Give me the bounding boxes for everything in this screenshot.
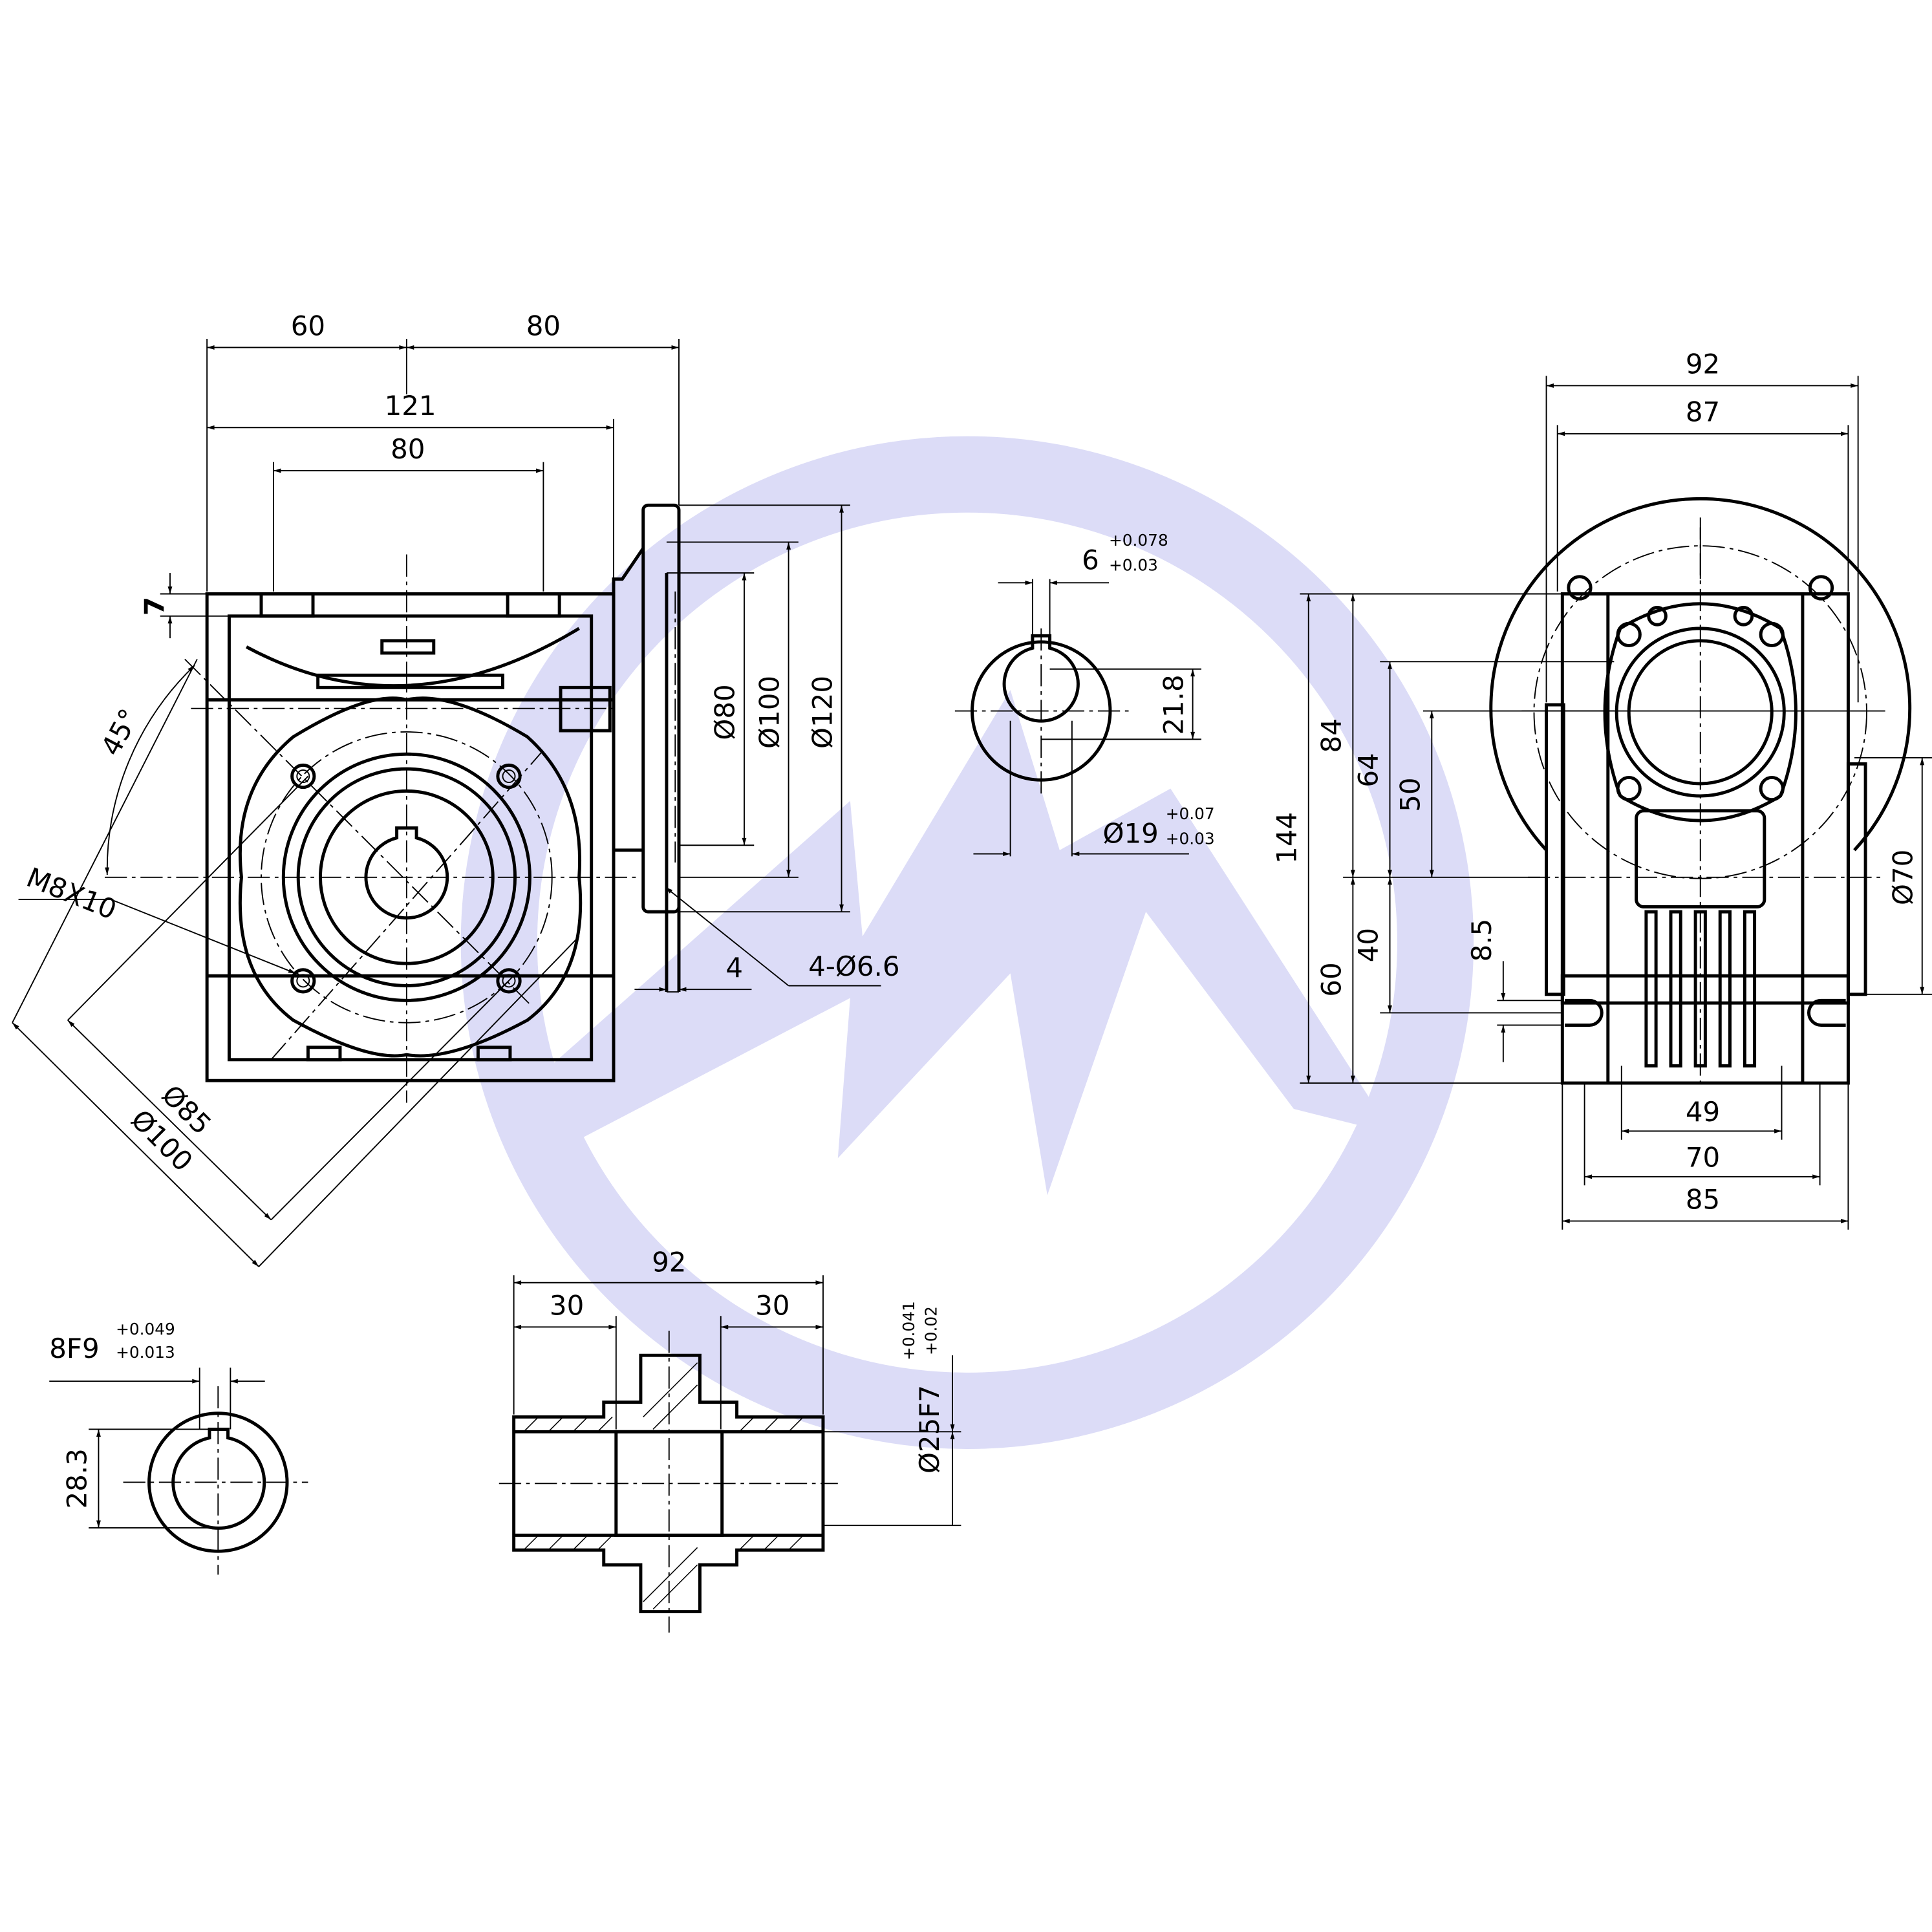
dim-30-left: 30 [550,1289,584,1321]
dim-64: 64 [1352,753,1384,787]
bore-25-upper-tol: +0.041 [899,1301,918,1360]
dim-144: 144 [1271,812,1303,864]
dim-28-3: 28.3 [61,1448,92,1508]
dim-dia-70: Ø70 [1887,850,1919,905]
dim-dia-120: Ø120 [806,676,838,749]
bore-19-lower-tol: +0.03 [1166,829,1215,848]
cooling-fins [1644,910,1757,1068]
key-width-6: 6 [1082,544,1099,575]
section-hatching [523,1362,804,1610]
dim-4: 4 [725,952,743,983]
bore-25-lower-tol: +0.02 [921,1306,940,1355]
key-width-8f9: 8F9 [49,1333,99,1364]
input-bore-section: 6 +0.078 +0.03 21.8 Ø19 +0.07 +0.03 [954,531,1215,857]
dim-84: 84 [1315,718,1347,753]
dim-8-5: 8.5 [1466,919,1497,962]
dim-121: 121 [385,390,436,422]
dim-49: 49 [1686,1096,1720,1128]
dim-40: 40 [1352,928,1384,962]
dim-60: 60 [291,310,325,341]
key-8-lower-tol: +0.013 [116,1343,175,1362]
bore-19-upper-tol: +0.07 [1166,804,1215,823]
dim-50: 50 [1394,777,1426,811]
dim-dia-80: Ø80 [709,684,741,740]
watermark-logo [460,436,1474,1449]
thread-m8x10: M8X10 [22,861,121,926]
dim-92-side: 92 [1686,348,1720,380]
bore-dia-19: Ø19 [1103,817,1159,849]
flange-side-view: Ø80 Ø100 Ø120 4 4-Ø6.6 [612,503,900,993]
dim-70: 70 [1686,1142,1720,1174]
output-hollow-shaft-section: 92 30 30 Ø25F7 +0.041 +0.02 [499,1247,961,1633]
dim-dia-100-flange: Ø100 [753,676,785,749]
dim-92-shaft: 92 [652,1247,686,1278]
right-view-dimensions: 92 87 144 84 60 64 40 50 8.5 Ø70 [1271,348,1932,1230]
dim-30-right: 30 [755,1289,789,1321]
dim-87: 87 [1686,396,1720,428]
right-side-view [1489,497,1912,1085]
key-8-upper-tol: +0.049 [116,1320,175,1338]
angle-45: 45° [95,703,145,761]
key-width-6-lower-tol: +0.03 [1109,555,1158,574]
dim-80-inner: 80 [391,433,425,465]
bore-dia-25f7: Ø25F7 [914,1385,945,1474]
dim-21-8: 21.8 [1157,674,1189,735]
holes-4-dia-6-6: 4-Ø6.6 [808,950,899,982]
front-view [104,554,641,1103]
dim-7: 7 [138,597,170,616]
output-bore-section: 8F9 +0.049 +0.013 28.3 [49,1320,308,1575]
dim-60-side: 60 [1315,962,1347,996]
dim-85: 85 [1686,1183,1720,1215]
key-width-6-upper-tol: +0.078 [1109,531,1168,550]
dim-80-top: 80 [526,310,561,341]
